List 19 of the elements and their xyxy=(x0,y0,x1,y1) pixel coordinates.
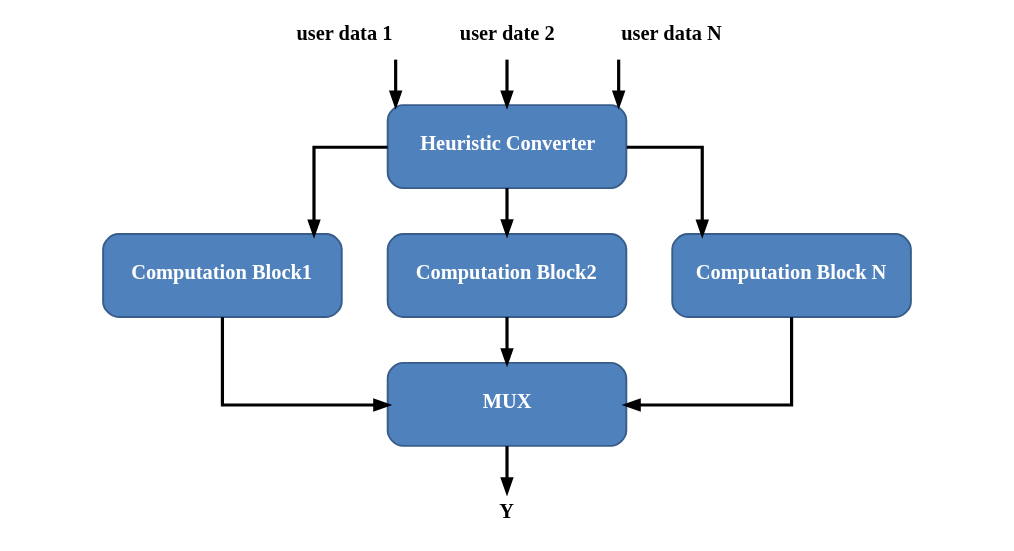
arrow xyxy=(500,317,514,368)
arrow xyxy=(307,145,388,239)
node-box: Heuristic Converter xyxy=(386,104,628,190)
node-box: Computation Block1 xyxy=(102,233,343,318)
arrow xyxy=(611,59,626,110)
node-box: Computation Block N xyxy=(671,233,912,318)
arrow xyxy=(500,188,514,239)
arrow xyxy=(626,145,709,239)
arrow xyxy=(388,59,403,110)
node-box: MUX xyxy=(386,361,628,447)
arrow xyxy=(621,317,794,412)
node-text: user data N xyxy=(621,21,722,44)
node-text: user date 2 xyxy=(459,21,555,44)
arrow xyxy=(500,446,514,497)
node-text: Y xyxy=(499,500,515,523)
node-box: Computation Block2 xyxy=(386,233,628,318)
node-text: user data 1 xyxy=(296,21,393,44)
arrow xyxy=(500,59,514,110)
arrow xyxy=(220,317,393,412)
